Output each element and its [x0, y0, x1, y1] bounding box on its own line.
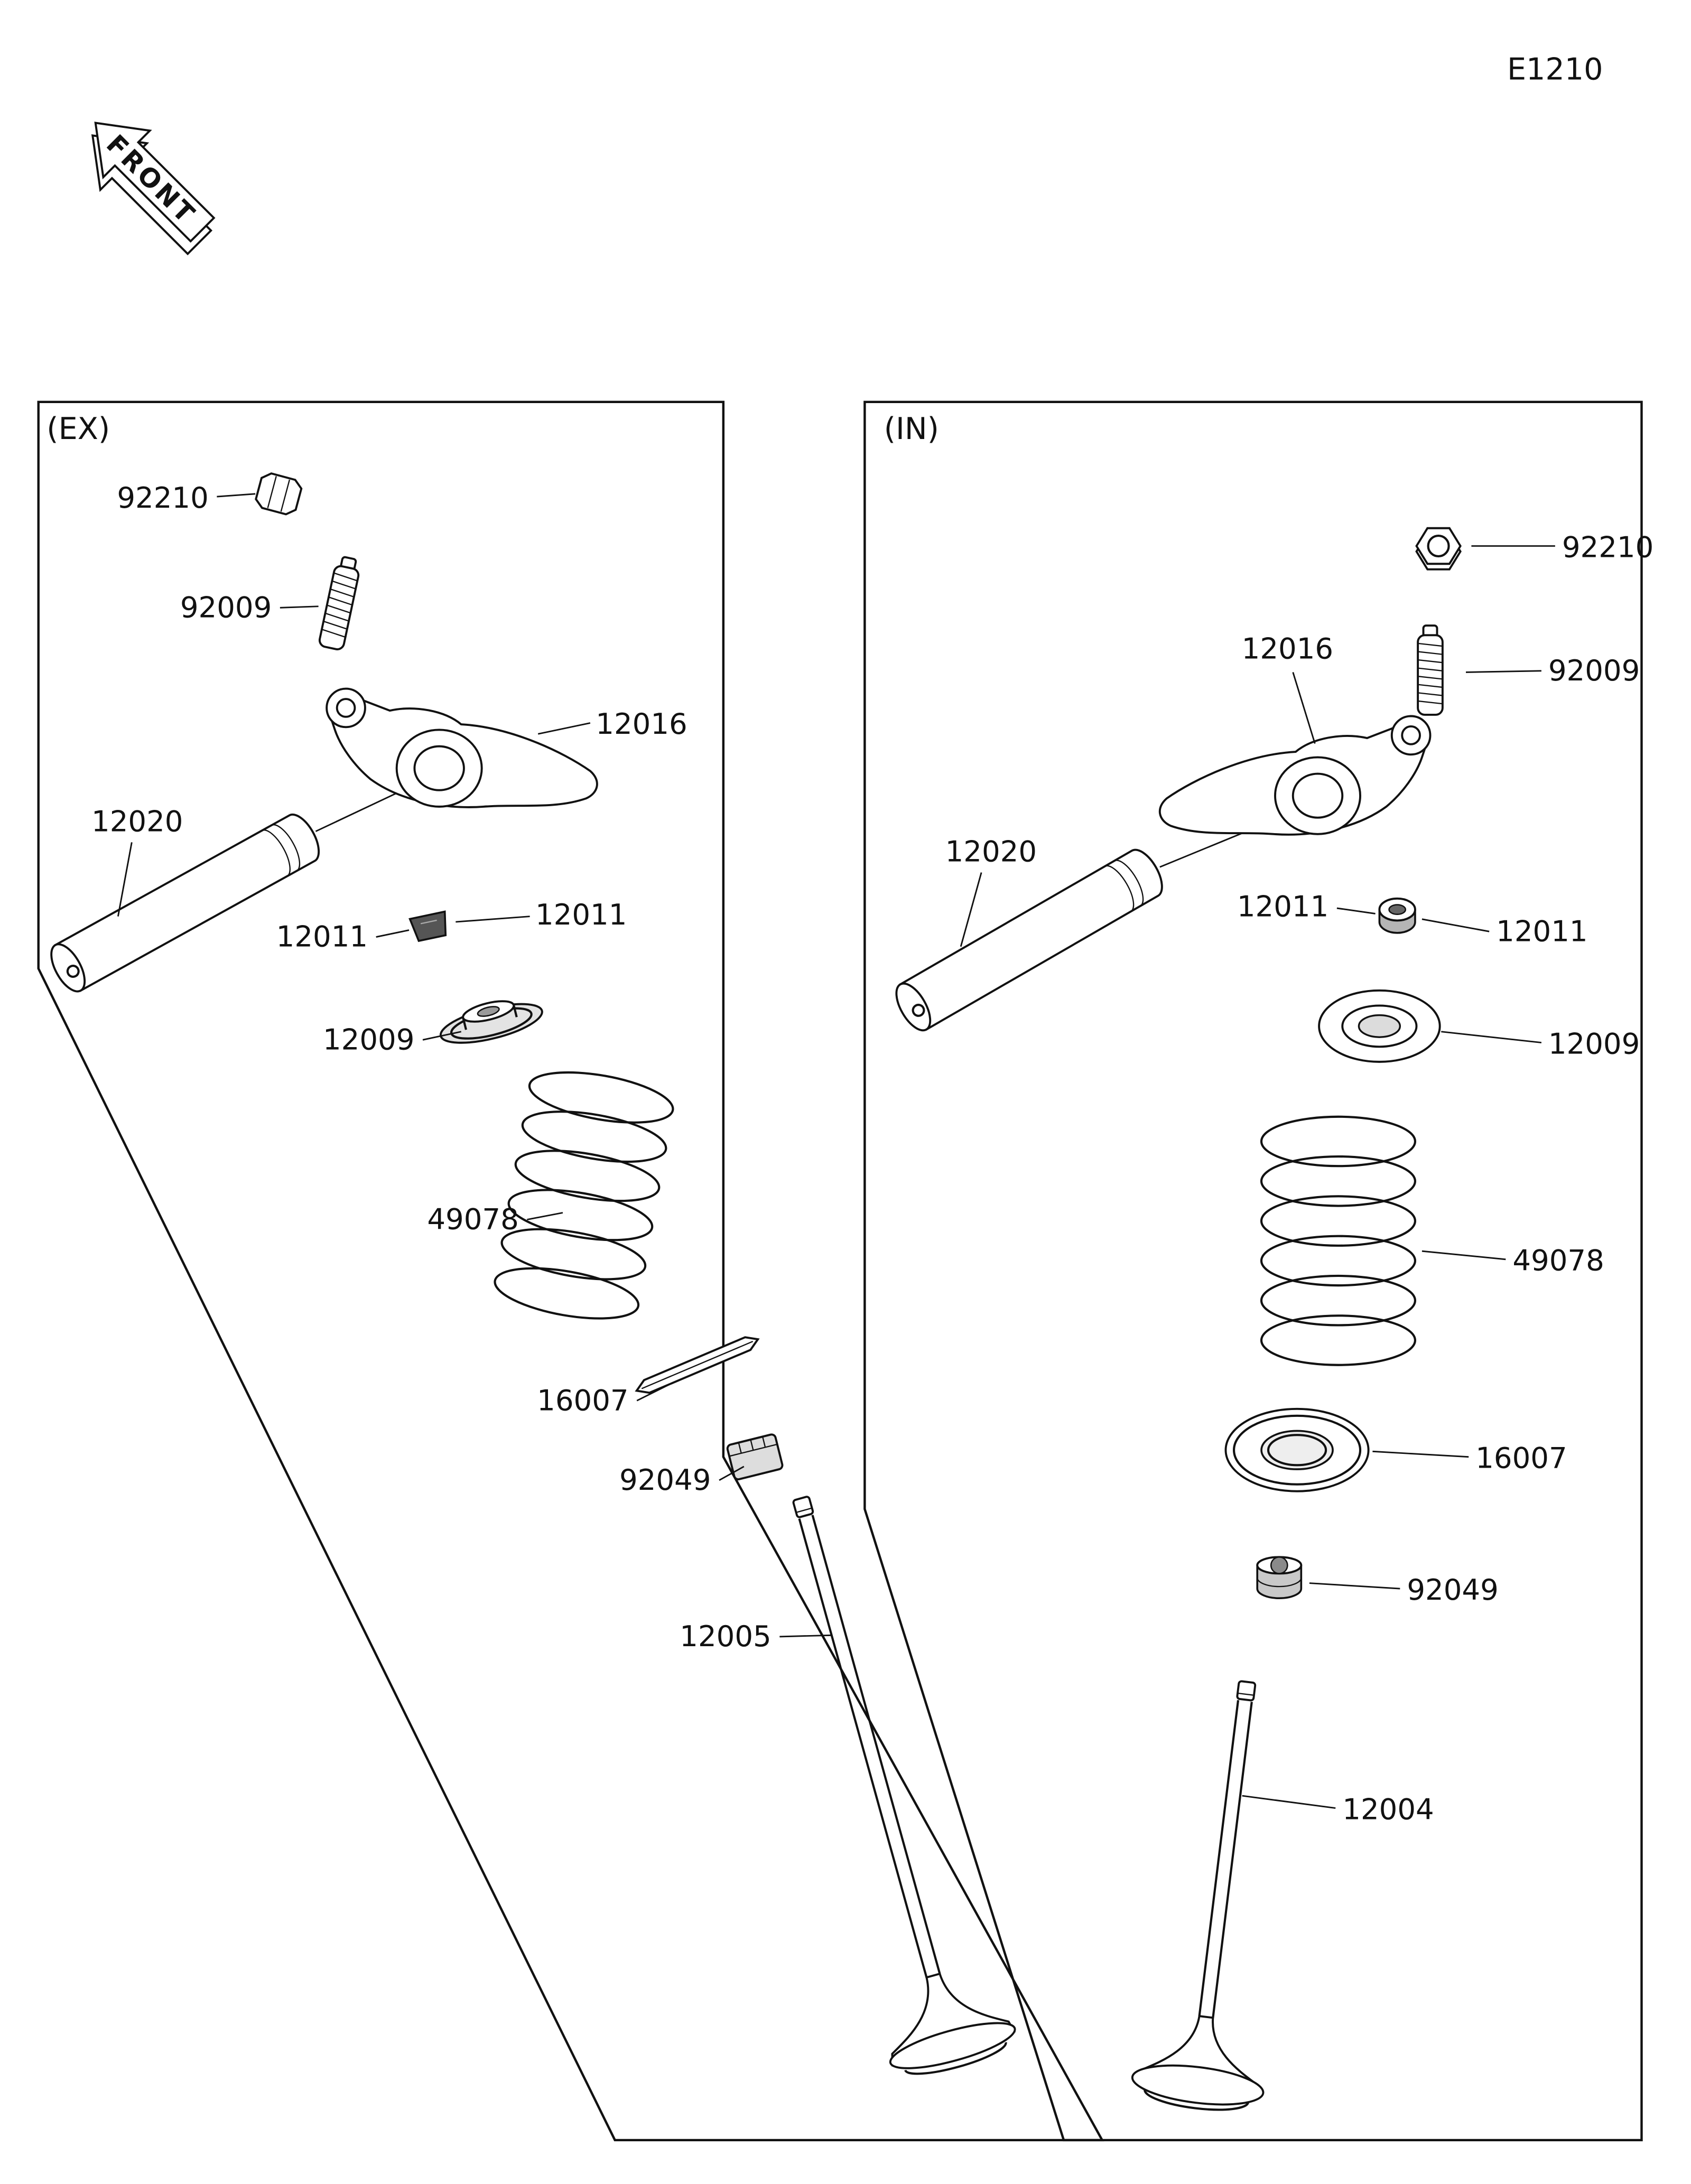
ex-spring-retainer-drawing — [439, 1000, 543, 1044]
front-arrow-icon — [94, 122, 216, 243]
ex-rocker-arm-drawing — [326, 687, 598, 808]
diagram-code: E1210 — [1507, 52, 1603, 87]
in-keeper-drawing — [1378, 897, 1416, 934]
in-rocker-arm-drawing — [1158, 715, 1432, 836]
ex-label-keeper-b: 12011 — [535, 898, 627, 931]
in-spring-seat-drawing — [1224, 1407, 1370, 1492]
in-leader-keeper-b — [1421, 918, 1490, 932]
ex-leader-rocker-shaft — [117, 842, 133, 917]
ex-panel-title: (EX) — [47, 412, 110, 446]
ex-leader-spring-retainer — [422, 1031, 462, 1041]
ex-valve-spring-drawing — [494, 1071, 674, 1320]
in-intake-valve-drawing — [1131, 1680, 1265, 2111]
ex-leader-nut — [217, 493, 256, 498]
in-label-spring-retainer: 12009 — [1548, 1026, 1640, 1060]
in-leader-keeper-a — [1336, 907, 1376, 914]
ex-label-rocker-shaft: 12020 — [91, 805, 183, 838]
in-label-nut: 92210 — [1562, 530, 1653, 564]
in-leader-rocker-arm — [1292, 671, 1316, 744]
ex-label-valve-spring: 49078 — [427, 1202, 518, 1236]
in-valve-spring-drawing — [1260, 1115, 1416, 1366]
in-label-spring-seat: 16007 — [1475, 1441, 1567, 1475]
in-leader-valve-seal — [1309, 1582, 1400, 1590]
ex-leader-spring-seat — [636, 1382, 673, 1402]
ex-valve-seal-drawing — [726, 1433, 784, 1481]
ex-rocker-shaft-drawing — [50, 813, 320, 993]
ex-label-rocker-arm: 12016 — [596, 707, 687, 741]
ex-leader-rocker-arm — [537, 722, 591, 735]
in-label-keeper-b: 12011 — [1496, 914, 1587, 948]
in-leader-intake-valve — [1242, 1795, 1336, 1809]
ex-nut-drawing — [255, 472, 303, 516]
ex-leader-adjusting-screw — [280, 605, 319, 609]
in-leader-spring-retainer — [1441, 1031, 1542, 1043]
in-label-intake-valve: 12004 — [1342, 1792, 1434, 1826]
in-valve-seal-drawing — [1256, 1556, 1303, 1599]
in-label-rocker-arm: 12016 — [1242, 631, 1333, 665]
ex-label-spring-seat: 16007 — [537, 1383, 628, 1417]
ex-label-spring-retainer: 12009 — [323, 1023, 414, 1057]
ex-leader-keeper-a — [376, 929, 410, 938]
in-leader-rocker-shaft — [960, 872, 982, 947]
in-leader-spring-seat — [1372, 1450, 1469, 1458]
in-label-keeper-a: 12011 — [1237, 890, 1328, 923]
in-panel-outline — [863, 400, 1643, 2142]
ex-adjusting-screw-drawing — [318, 556, 360, 650]
ex-keeper-drawing — [408, 910, 447, 942]
in-nut-drawing — [1415, 527, 1462, 571]
ex-label-adjusting-screw: 92009 — [180, 591, 272, 624]
in-rocker-shaft-drawing — [895, 848, 1163, 1032]
ex-label-valve-seal: 92049 — [619, 1463, 711, 1497]
in-label-valve-seal: 92049 — [1407, 1573, 1498, 1607]
in-label-valve-spring: 49078 — [1512, 1244, 1604, 1277]
ex-leader-keeper-b — [456, 916, 530, 923]
front-direction-arrow: FRONT — [91, 122, 216, 256]
in-label-adjusting-screw: 92009 — [1548, 654, 1640, 687]
ex-leader-exhaust-valve — [779, 1634, 832, 1638]
in-panel-title: (IN) — [884, 412, 939, 446]
ex-spring-seat-drawing — [635, 1336, 760, 1394]
ex-label-keeper-a: 12011 — [276, 920, 368, 954]
in-label-rocker-shaft: 12020 — [945, 835, 1037, 869]
ex-label-nut: 92210 — [117, 481, 208, 515]
ex-leader-valve-seal — [719, 1466, 745, 1481]
ex-label-exhaust-valve: 12005 — [680, 1619, 771, 1653]
in-leader-adjusting-screw — [1466, 670, 1541, 673]
ex-leader-valve-spring — [527, 1212, 563, 1220]
in-adjusting-screw-drawing — [1417, 624, 1444, 716]
ex-exhaust-valve-drawing — [792, 1496, 1016, 2075]
in-spring-retainer-drawing — [1318, 989, 1441, 1063]
in-leader-valve-spring — [1421, 1250, 1506, 1261]
